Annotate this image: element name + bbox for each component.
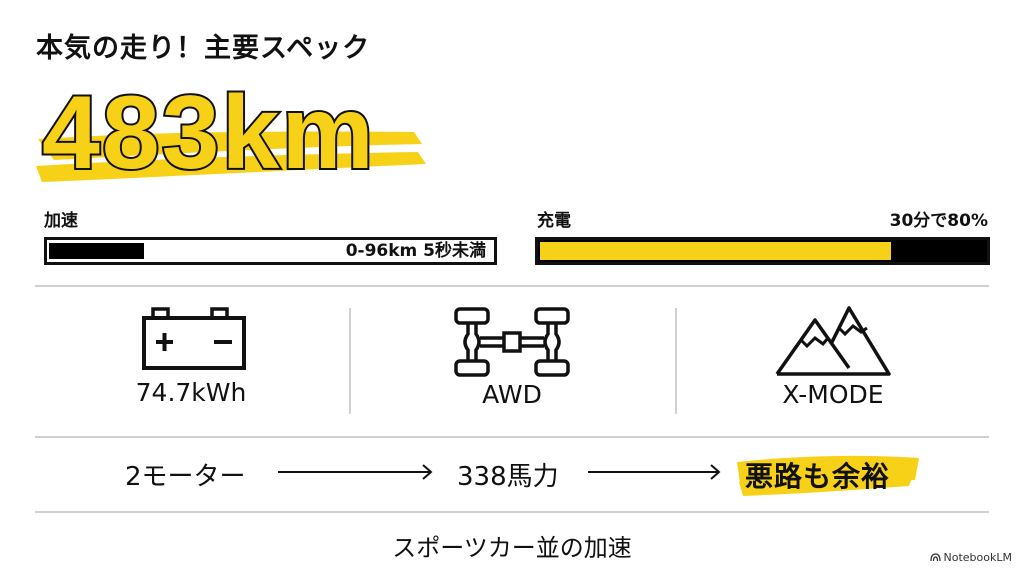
range-value: 483km [40, 75, 376, 191]
range-headline: 483km [34, 76, 434, 192]
charging-label: 充電 [537, 211, 571, 231]
flow-step-rough-road-label: 悪路も余裕 [745, 460, 891, 493]
feature-xmode-label: X-MODE [782, 380, 884, 409]
flow-row: 2モーター 338馬力 悪路も余裕 [0, 452, 1024, 496]
arrow-right-icon [278, 464, 433, 480]
flow-step-motors: 2モーター [125, 462, 246, 492]
brand-name: NotebookLM [943, 551, 1012, 564]
feature-xmode: X-MODE [733, 306, 933, 409]
flow-step-horsepower: 338馬力 [457, 462, 559, 492]
feature-awd-label: AWD [482, 380, 542, 409]
charging-bar-fill [540, 242, 891, 260]
battery-icon [142, 307, 246, 370]
mountain-icon [775, 306, 891, 376]
charging-value: 30分で80% [889, 211, 988, 231]
charging-bar [535, 237, 990, 265]
arrow-right-icon [588, 464, 721, 480]
feature-battery-label: 74.7kWh [135, 378, 247, 407]
awd-drivetrain-icon [454, 307, 570, 377]
acceleration-value: 0-96km 5秒未満 [345, 241, 486, 261]
divider-vertical-1 [349, 308, 351, 414]
feature-awd: AWD [412, 306, 612, 409]
acceleration-label: 加速 [44, 211, 78, 231]
footer-caption: スポーツカー並の加速 [392, 534, 632, 562]
notebooklm-logo-icon [929, 553, 941, 562]
brush-stroke-highlight [737, 455, 919, 496]
brand-badge: NotebookLM [929, 551, 1012, 564]
divider-middle [35, 436, 989, 438]
feature-battery: 74.7kWh [91, 306, 291, 407]
acceleration-bar: 0-96km 5秒未満 [44, 237, 497, 265]
divider-vertical-2 [675, 308, 677, 414]
acceleration-bar-fill [49, 243, 144, 259]
brush-stroke-highlight [36, 131, 426, 182]
flow-step-rough-road: 悪路も余裕 [733, 452, 923, 496]
page-title: 本気の走り！主要スペック [36, 33, 371, 64]
divider-bottom [35, 511, 989, 513]
divider-top [35, 285, 989, 287]
